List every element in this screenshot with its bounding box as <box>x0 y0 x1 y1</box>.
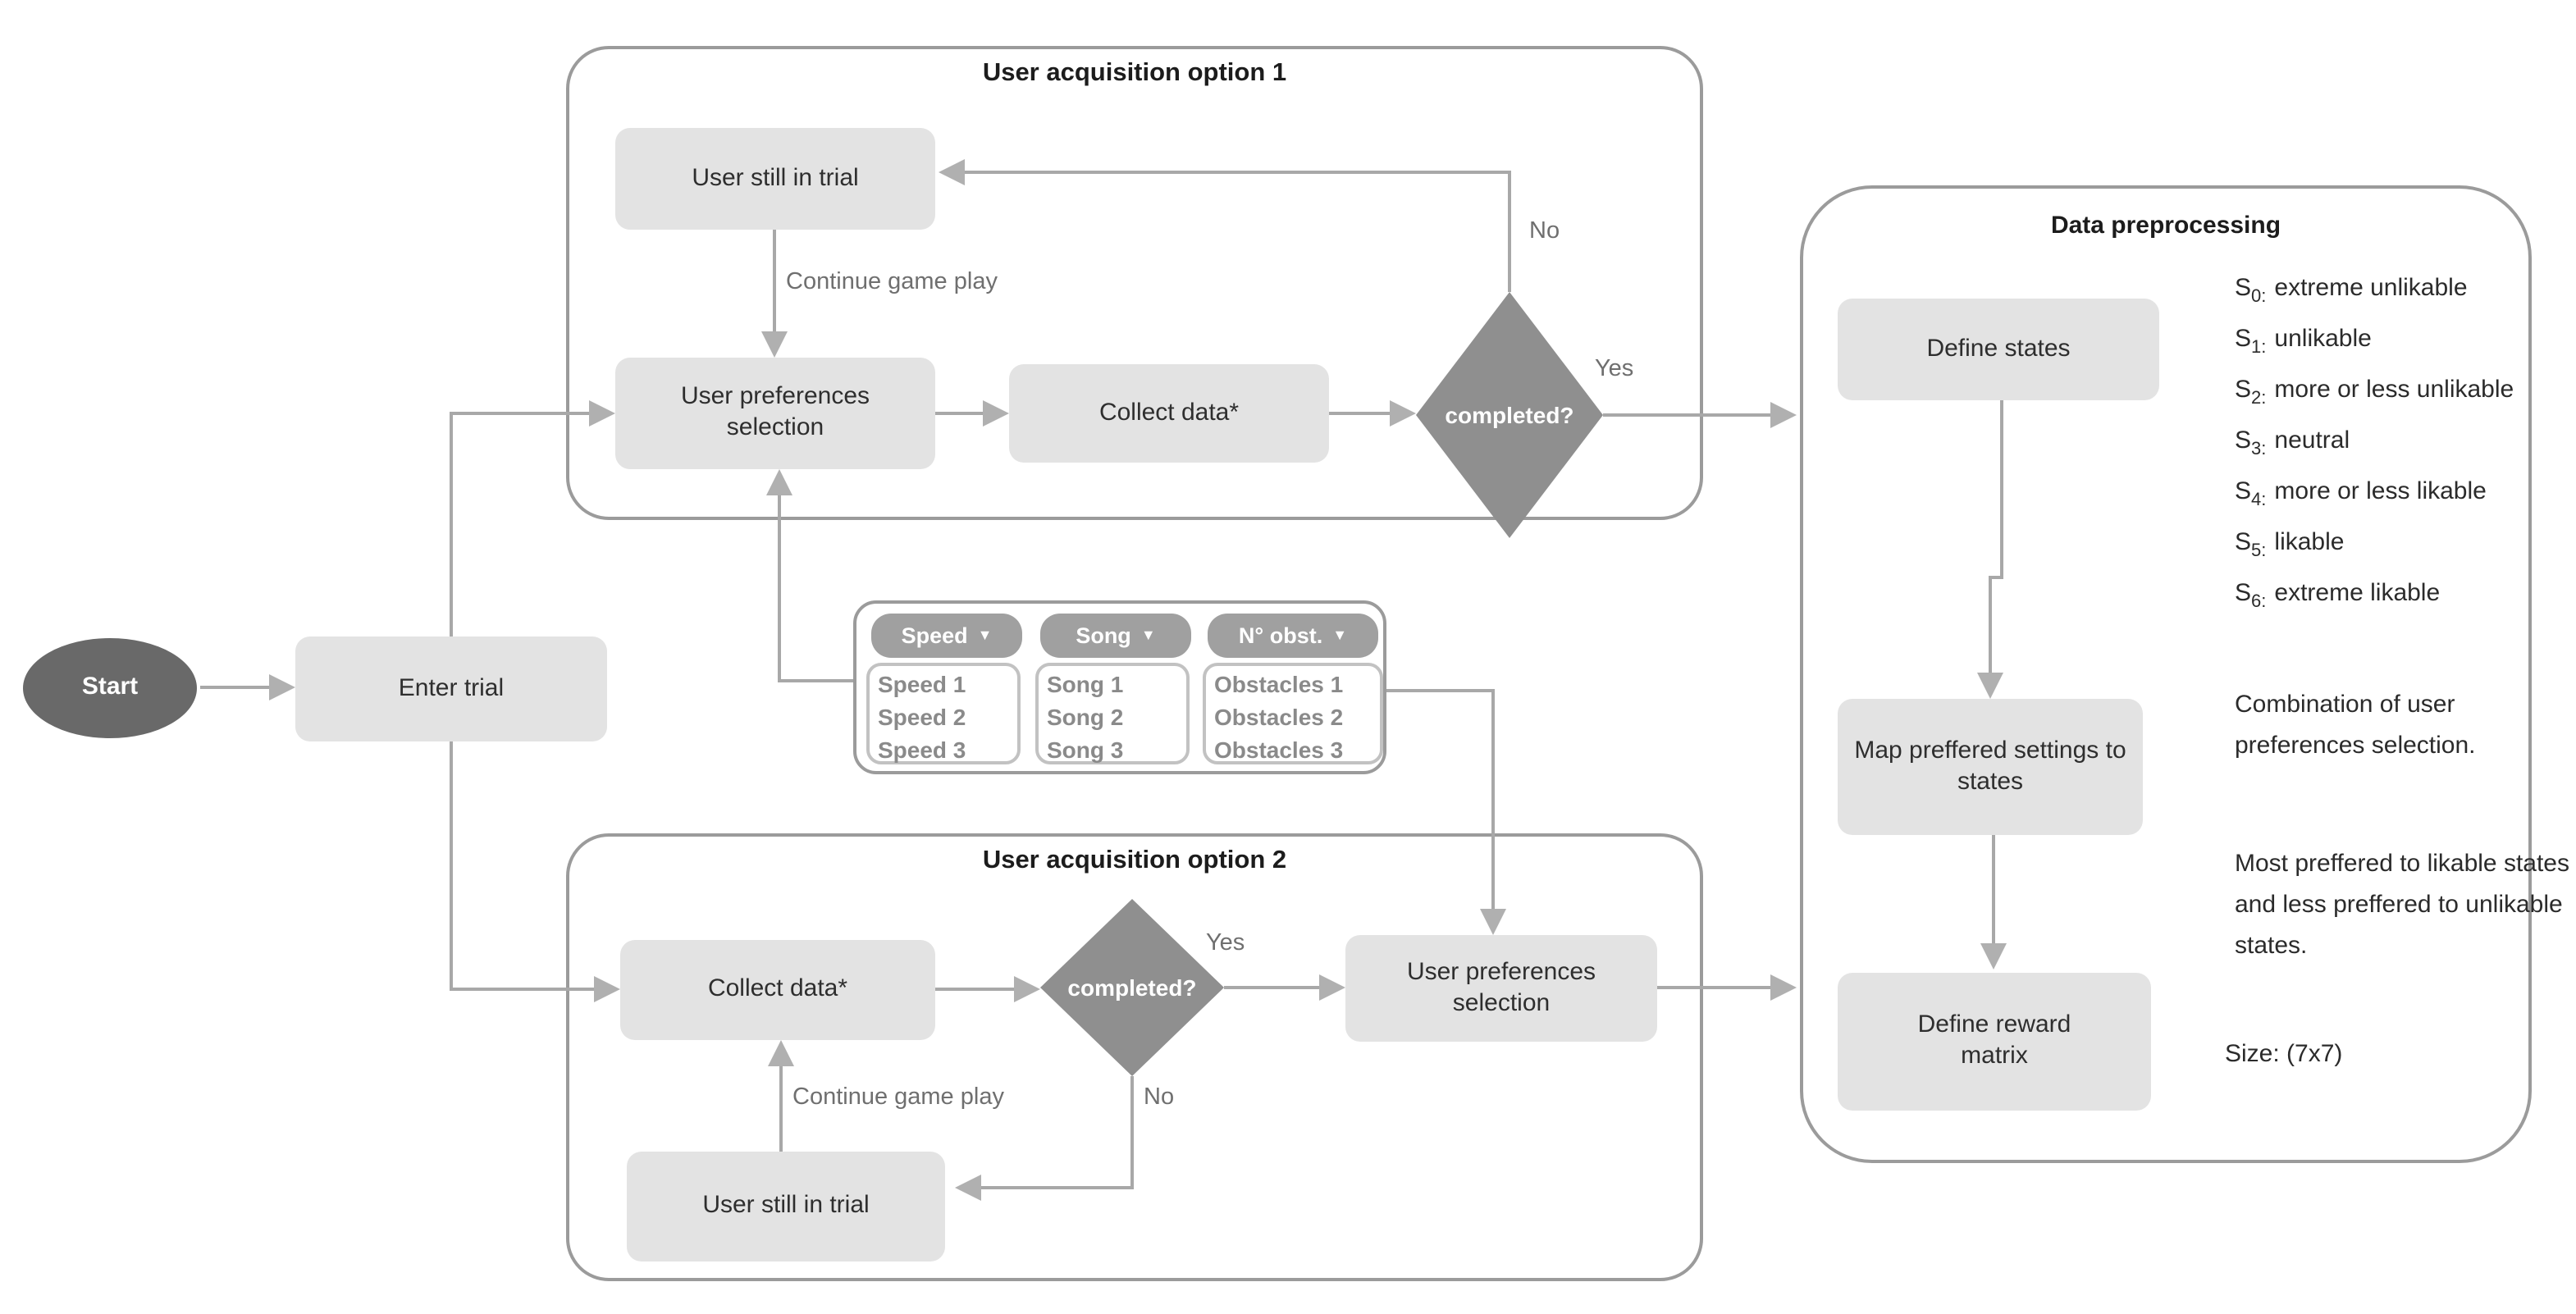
edge-decision2-no-to-ust2 <box>955 1076 1134 1201</box>
speed-dropdown-header: Speed ▼ <box>871 614 1022 658</box>
state-item: S5:likable <box>2235 528 2345 561</box>
list-item: Obstacles 1 <box>1214 671 1344 697</box>
speed-dropdown-label: Speed <box>901 623 968 648</box>
mapping-note: Most preffered to likable states and les… <box>2235 850 2569 960</box>
option2-user-preferences-selection-node: User preferences selection <box>1345 935 1657 1042</box>
option1-title: User acquisition option 1 <box>982 59 1287 87</box>
chevron-down-icon: ▼ <box>977 627 993 643</box>
song-dropdown-label: Song <box>1076 623 1131 648</box>
state-item: S2:more or less unlikable <box>2235 376 2514 408</box>
state-item: S0:extreme unlikable <box>2235 274 2468 307</box>
option2-container <box>566 833 1703 1281</box>
option1-no-label: No <box>1529 218 1560 244</box>
states-legend: S0:extreme unlikable S1:unlikable S2:mor… <box>2235 267 2514 623</box>
matrix-size-label: Size: (7x7) <box>2225 1040 2343 1068</box>
list-item: Obstacles 3 <box>1214 737 1344 763</box>
edge-enter-trial-to-option1 <box>450 400 615 636</box>
list-item: Song 2 <box>1047 704 1124 730</box>
option2-title: User acquisition option 2 <box>982 846 1287 874</box>
option1-user-preferences-selection-node: User preferences selection <box>615 358 935 469</box>
edge-decision1-no-to-ust1 <box>939 159 1511 292</box>
list-item: Song 3 <box>1047 737 1124 763</box>
option1-yes-label: Yes <box>1595 356 1634 382</box>
list-item: Speed 2 <box>878 704 966 730</box>
option1-collect-data-node: Collect data* <box>1009 364 1329 463</box>
list-item: Speed 3 <box>878 737 966 763</box>
option1-container <box>566 46 1703 520</box>
chevron-down-icon: ▼ <box>1332 627 1348 643</box>
edge-dropdowns-to-ups2 <box>1386 689 1506 935</box>
option1-continue-game-play-label: Continue game play <box>786 269 998 295</box>
combination-note: Combination of user preferences selectio… <box>2235 691 2476 760</box>
option2-collect-data-node: Collect data* <box>620 940 935 1040</box>
list-item: Song 1 <box>1047 671 1124 697</box>
data-preprocessing-title: Data preprocessing <box>2050 212 2281 240</box>
edge-define-states-to-map <box>1977 400 2003 699</box>
list-item: Speed 1 <box>878 671 966 697</box>
state-item: S1:unlikable <box>2235 325 2372 358</box>
option2-no-label: No <box>1144 1084 1175 1111</box>
speed-options-list: Speed 1 Speed 2 Speed 3 <box>866 663 1021 764</box>
edge-enter-trial-to-option2 <box>450 741 620 1002</box>
option2-yes-label: Yes <box>1206 930 1245 956</box>
obstacles-dropdown-header: N° obst. ▼ <box>1208 614 1378 658</box>
option2-continue-game-play-label: Continue game play <box>792 1084 1004 1111</box>
obstacles-dropdown-label: N° obst. <box>1238 623 1323 648</box>
data-preprocessing-container <box>1800 185 2532 1163</box>
chevron-down-icon: ▼ <box>1140 627 1156 643</box>
state-item: S4:more or less likable <box>2235 477 2487 510</box>
define-reward-matrix-node: Define reward matrix <box>1838 973 2151 1111</box>
map-preferred-settings-node: Map preffered settings to states <box>1838 699 2143 835</box>
list-item: Obstacles 2 <box>1214 704 1344 730</box>
edge-dropdowns-to-ups1 <box>766 469 853 682</box>
enter-trial-node: Enter trial <box>295 636 607 741</box>
state-item: S3:neutral <box>2235 427 2350 459</box>
option1-user-still-in-trial-node: User still in trial <box>615 128 935 230</box>
start-node: Start <box>23 638 197 738</box>
define-states-node: Define states <box>1838 299 2159 400</box>
song-dropdown-header: Song ▼ <box>1040 614 1191 658</box>
state-item: S6:extreme likable <box>2235 579 2441 612</box>
song-options-list: Song 1 Song 2 Song 3 <box>1035 663 1190 764</box>
obstacles-options-list: Obstacles 1 Obstacles 2 Obstacles 3 <box>1203 663 1383 764</box>
option2-user-still-in-trial-node: User still in trial <box>627 1152 945 1262</box>
